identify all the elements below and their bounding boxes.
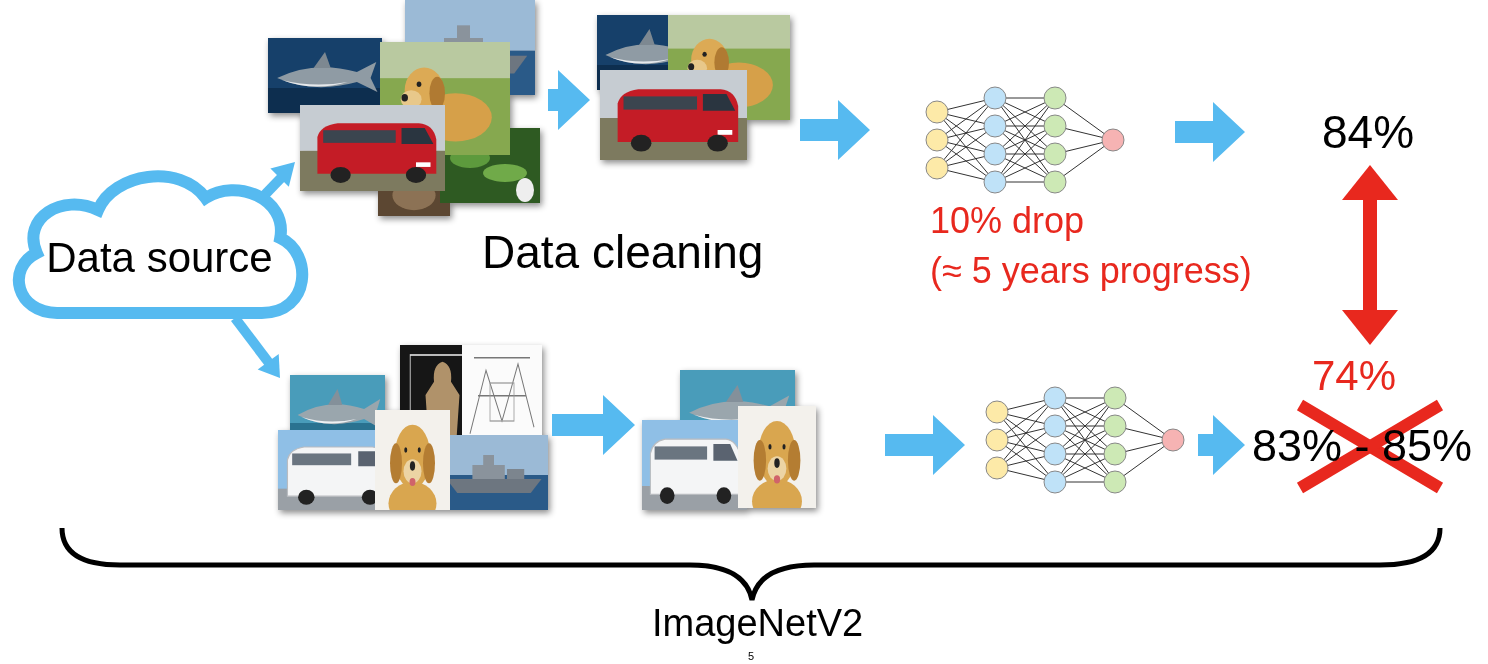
arrow-head	[1342, 165, 1398, 200]
cloud-node: Data source	[6, 148, 313, 328]
raw-image-collage	[268, 0, 540, 216]
flow-arrow	[800, 100, 870, 160]
neural-network	[986, 387, 1184, 493]
drop-note: (≈ 5 years progress)	[930, 250, 1252, 291]
accuracy-value: 84%	[1322, 106, 1414, 159]
drop-note: 10% drop	[930, 200, 1084, 241]
expected-accuracy: 83% - 85%	[1252, 420, 1472, 472]
photo	[375, 410, 450, 525]
curly-brace	[62, 528, 1440, 600]
photo	[440, 435, 548, 510]
flow-arrow	[548, 70, 590, 130]
step-label: Data cleaning	[482, 226, 763, 279]
arrow-head	[258, 354, 280, 378]
dataset-name: ImageNetV2	[652, 602, 863, 646]
photo	[268, 38, 382, 113]
page-number: 5	[748, 650, 754, 663]
source-arrow	[235, 318, 269, 363]
photo	[462, 345, 542, 440]
accuracy-value: 74%	[1312, 352, 1396, 400]
node-label: Data source	[46, 234, 272, 282]
flow-arrow	[1175, 102, 1245, 162]
cloud-path	[19, 176, 302, 313]
neural-network	[926, 87, 1124, 193]
flow-arrow	[885, 415, 965, 475]
drop-arrow	[1342, 165, 1398, 345]
raw-image-collage	[278, 345, 548, 525]
photo	[300, 105, 445, 191]
flow-arrow	[552, 395, 635, 455]
clean-image-collage	[642, 370, 816, 523]
arrow-head	[270, 162, 295, 187]
photo	[600, 70, 747, 160]
arrow-head	[1342, 310, 1398, 345]
clean-image-collage	[597, 15, 790, 160]
photo	[642, 420, 747, 510]
arrow-shaft	[1363, 196, 1377, 314]
photo	[738, 406, 816, 523]
flow-arrow	[1198, 415, 1245, 475]
